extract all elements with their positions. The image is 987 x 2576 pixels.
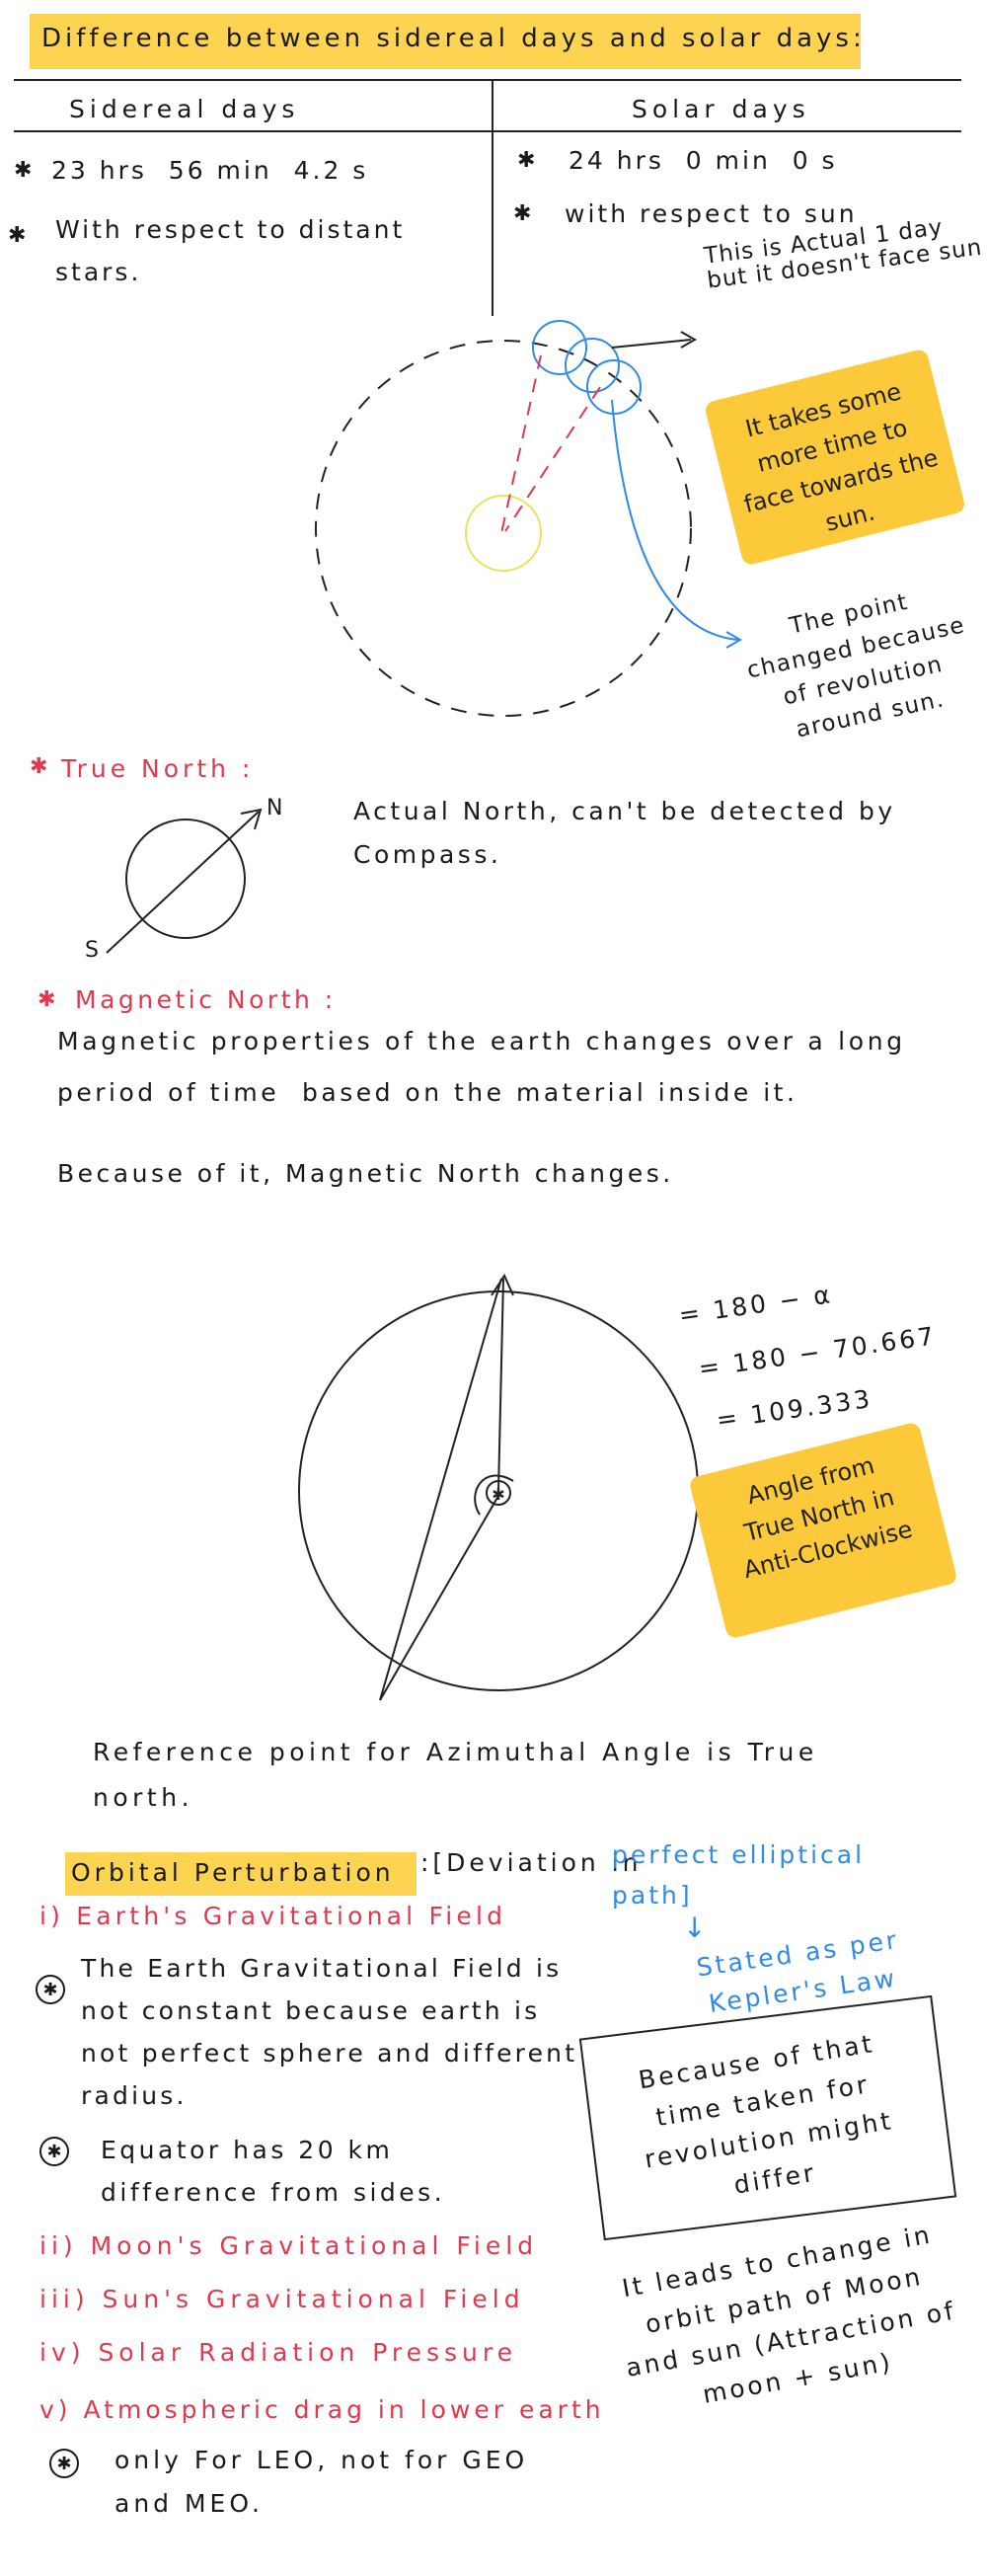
sidereal-duration: 23 hrs 56 min 4.2 s <box>51 156 369 185</box>
item-earth-gravity: i) Earth's Gravitational Field <box>39 1902 507 1930</box>
label-n: N <box>266 796 284 820</box>
bullet-star-icon: ✱ <box>14 158 34 183</box>
sidereal-header: Sidereal days <box>69 95 300 123</box>
label-s: S <box>85 938 101 963</box>
sightline-2 <box>504 386 601 532</box>
star-circle-icon: ✱ <box>39 2137 69 2166</box>
item-sun-gravity: iii) Sun's Gravitational Field <box>39 2285 525 2313</box>
table-divider <box>492 79 494 316</box>
pointer-arrow <box>611 339 692 349</box>
solar-duration: 24 hrs 0 min 0 s <box>569 146 838 175</box>
magnetic-north-heading: Magnetic North : <box>75 985 337 1014</box>
magnetic-line-1: Magnetic properties of the earth changes… <box>57 1027 906 1055</box>
svg-text:✱: ✱ <box>492 1485 504 1504</box>
item-atmospheric-drag: v) Atmospheric drag in lower earth <box>39 2395 605 2424</box>
magnetic-line-2: period of time based on the material ins… <box>57 1078 798 1107</box>
sightline-1 <box>500 354 542 534</box>
star-circle-icon: ✱ <box>36 1975 65 2004</box>
true-north-description: Actual North, can't be detected by Compa… <box>353 797 896 869</box>
earth-position-2 <box>565 338 620 393</box>
title-highlight <box>30 14 861 69</box>
solar-header: Solar days <box>632 95 810 123</box>
azimuth-reference: Reference point for Azimuthal Angle is T… <box>93 1738 818 1813</box>
item-solar-radiation: iv) Solar Radiation Pressure <box>39 2338 517 2367</box>
perturbation-definition: :[Deviation in <box>420 1848 643 1877</box>
north-axis-line <box>106 811 260 954</box>
table-header-rule <box>14 130 961 132</box>
perturbation-highlight <box>65 1852 417 1896</box>
earth-position-1 <box>532 320 587 375</box>
bullet-star-icon: ✱ <box>517 148 537 173</box>
true-north-heading: True North : <box>61 754 255 783</box>
solar-reference: with respect to sun <box>565 199 858 228</box>
atmospheric-drag-bullet: only For LEO, not for GEO and MEO. <box>114 2446 529 2518</box>
star-circle-icon: ✱ <box>49 2449 79 2478</box>
angle-arc <box>474 1474 514 1516</box>
blue-curve-arrow <box>611 399 739 641</box>
bullet-star-icon: ✱ <box>513 201 533 226</box>
red-star-icon: ✱ <box>30 754 49 779</box>
red-star-icon: ✱ <box>38 987 57 1012</box>
bullet-star-icon: ✱ <box>8 223 28 248</box>
true-north-line <box>497 1278 504 1492</box>
earth-gravity-bullet-1: The Earth Gravitational Field is not con… <box>81 1954 578 2110</box>
earth-gravity-bullet-2: Equator has 20 km difference from sides. <box>101 2136 446 2207</box>
long-chord-line <box>379 1278 502 1701</box>
center-point-icon <box>486 1480 511 1506</box>
perturbation-definition-path: perfect elliptical path] <box>612 1840 866 1911</box>
short-chord-line <box>379 1495 499 1701</box>
true-north-circle <box>125 819 246 939</box>
magnetic-line-3: Because of it, Magnetic North changes. <box>57 1159 674 1188</box>
page-title: Difference between sidereal days and sol… <box>41 24 866 53</box>
sidereal-reference: With respect to distant stars. <box>55 215 406 286</box>
orbit-path <box>315 340 692 717</box>
earth-position-3 <box>586 359 642 415</box>
sun-circle <box>465 495 542 572</box>
perturbation-heading: Orbital Perturbation <box>71 1858 395 1887</box>
item-moon-gravity: ii) Moon's Gravitational Field <box>39 2231 539 2260</box>
down-arrow-icon: ↓ <box>683 1912 708 1944</box>
table-top-rule <box>14 79 961 81</box>
